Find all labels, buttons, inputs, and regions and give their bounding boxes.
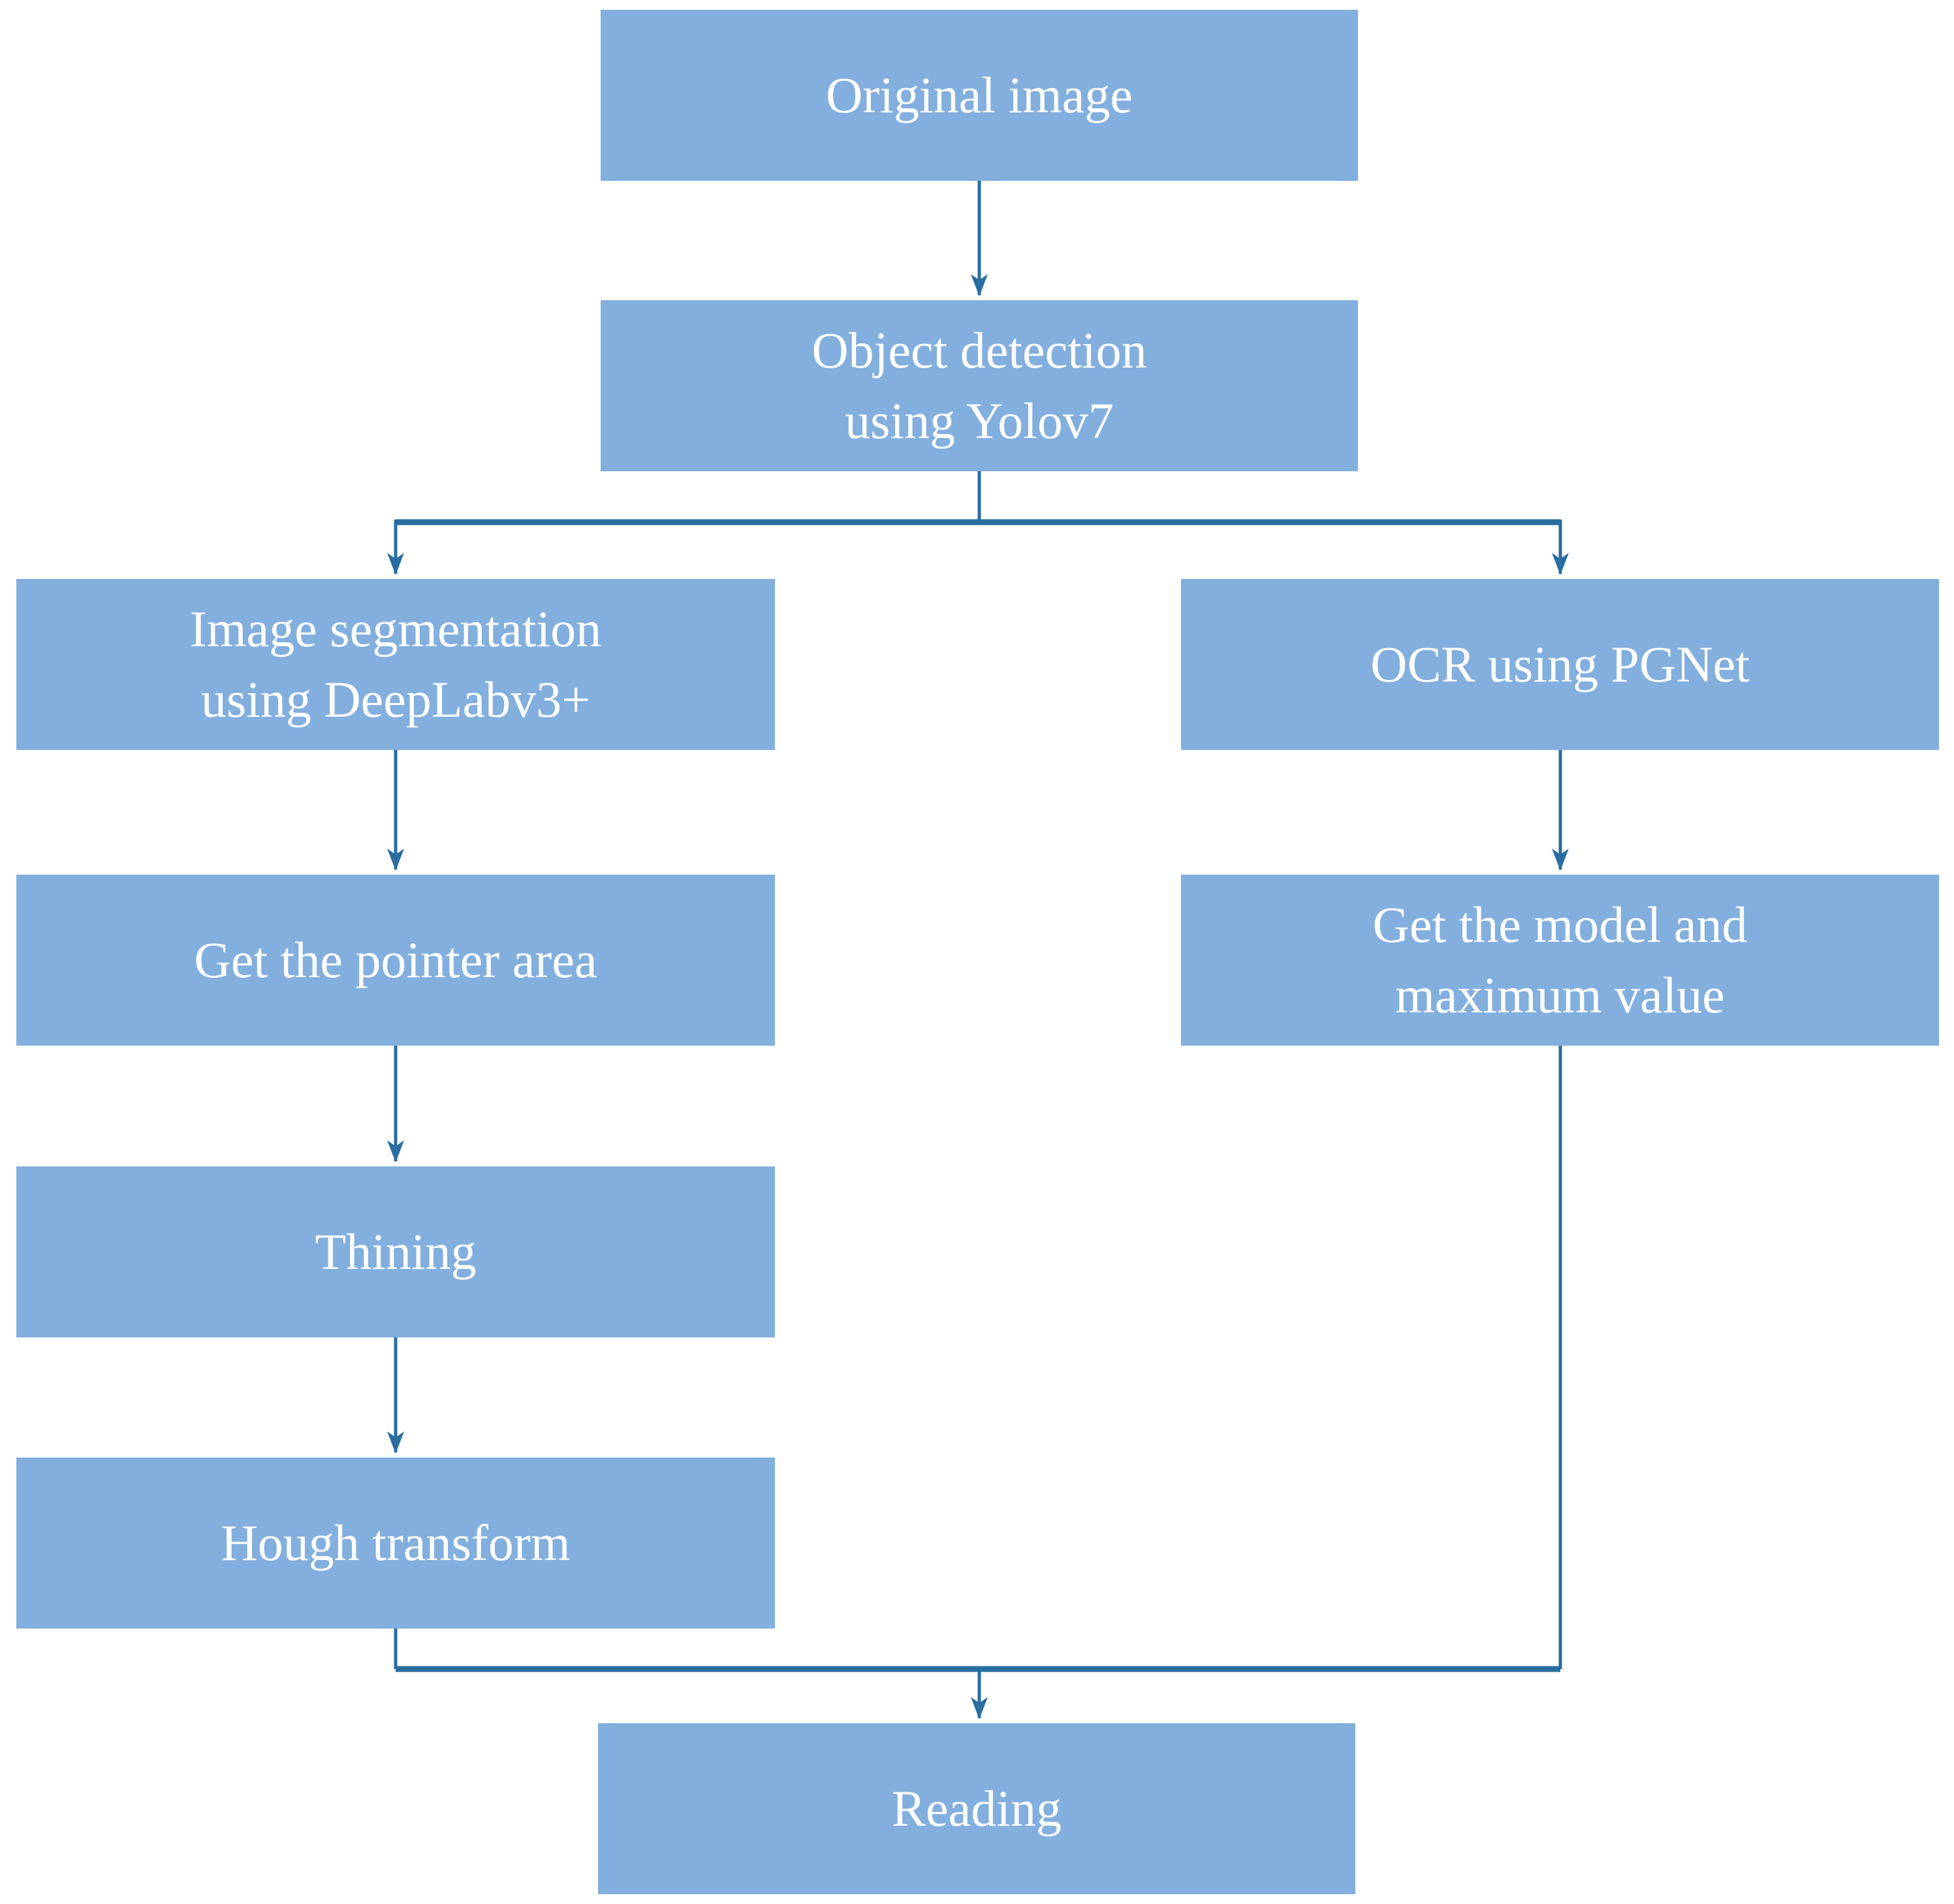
node-ocr: OCR using PGNet	[1181, 579, 1939, 750]
node-thining-label: Thining	[315, 1223, 477, 1281]
node-reading-label: Reading	[892, 1780, 1062, 1837]
node-object-detection: Object detection using Yolov7	[601, 300, 1358, 471]
node-model-max: Get the model and maximum value	[1181, 875, 1939, 1046]
node-ocr-label: OCR using PGNet	[1370, 636, 1750, 693]
node-original-image-label: Original image	[825, 67, 1133, 124]
node-hough-transform-label: Hough transform	[221, 1514, 571, 1572]
node-reading: Reading	[598, 1723, 1355, 1894]
node-thining: Thining	[16, 1166, 775, 1337]
node-original-image: Original image	[601, 10, 1358, 181]
node-object-detection-label: Object detection using Yolov7	[812, 322, 1147, 449]
node-pointer-area-label: Get the pointer area	[194, 931, 597, 989]
node-image-segmentation: Image segmentation using DeepLabv3+	[16, 579, 775, 750]
node-pointer-area: Get the pointer area	[16, 875, 775, 1046]
node-hough-transform: Hough transform	[16, 1458, 775, 1629]
node-model-max-label: Get the model and maximum value	[1372, 896, 1748, 1023]
node-image-segmentation-label: Image segmentation using DeepLabv3+	[189, 601, 602, 728]
